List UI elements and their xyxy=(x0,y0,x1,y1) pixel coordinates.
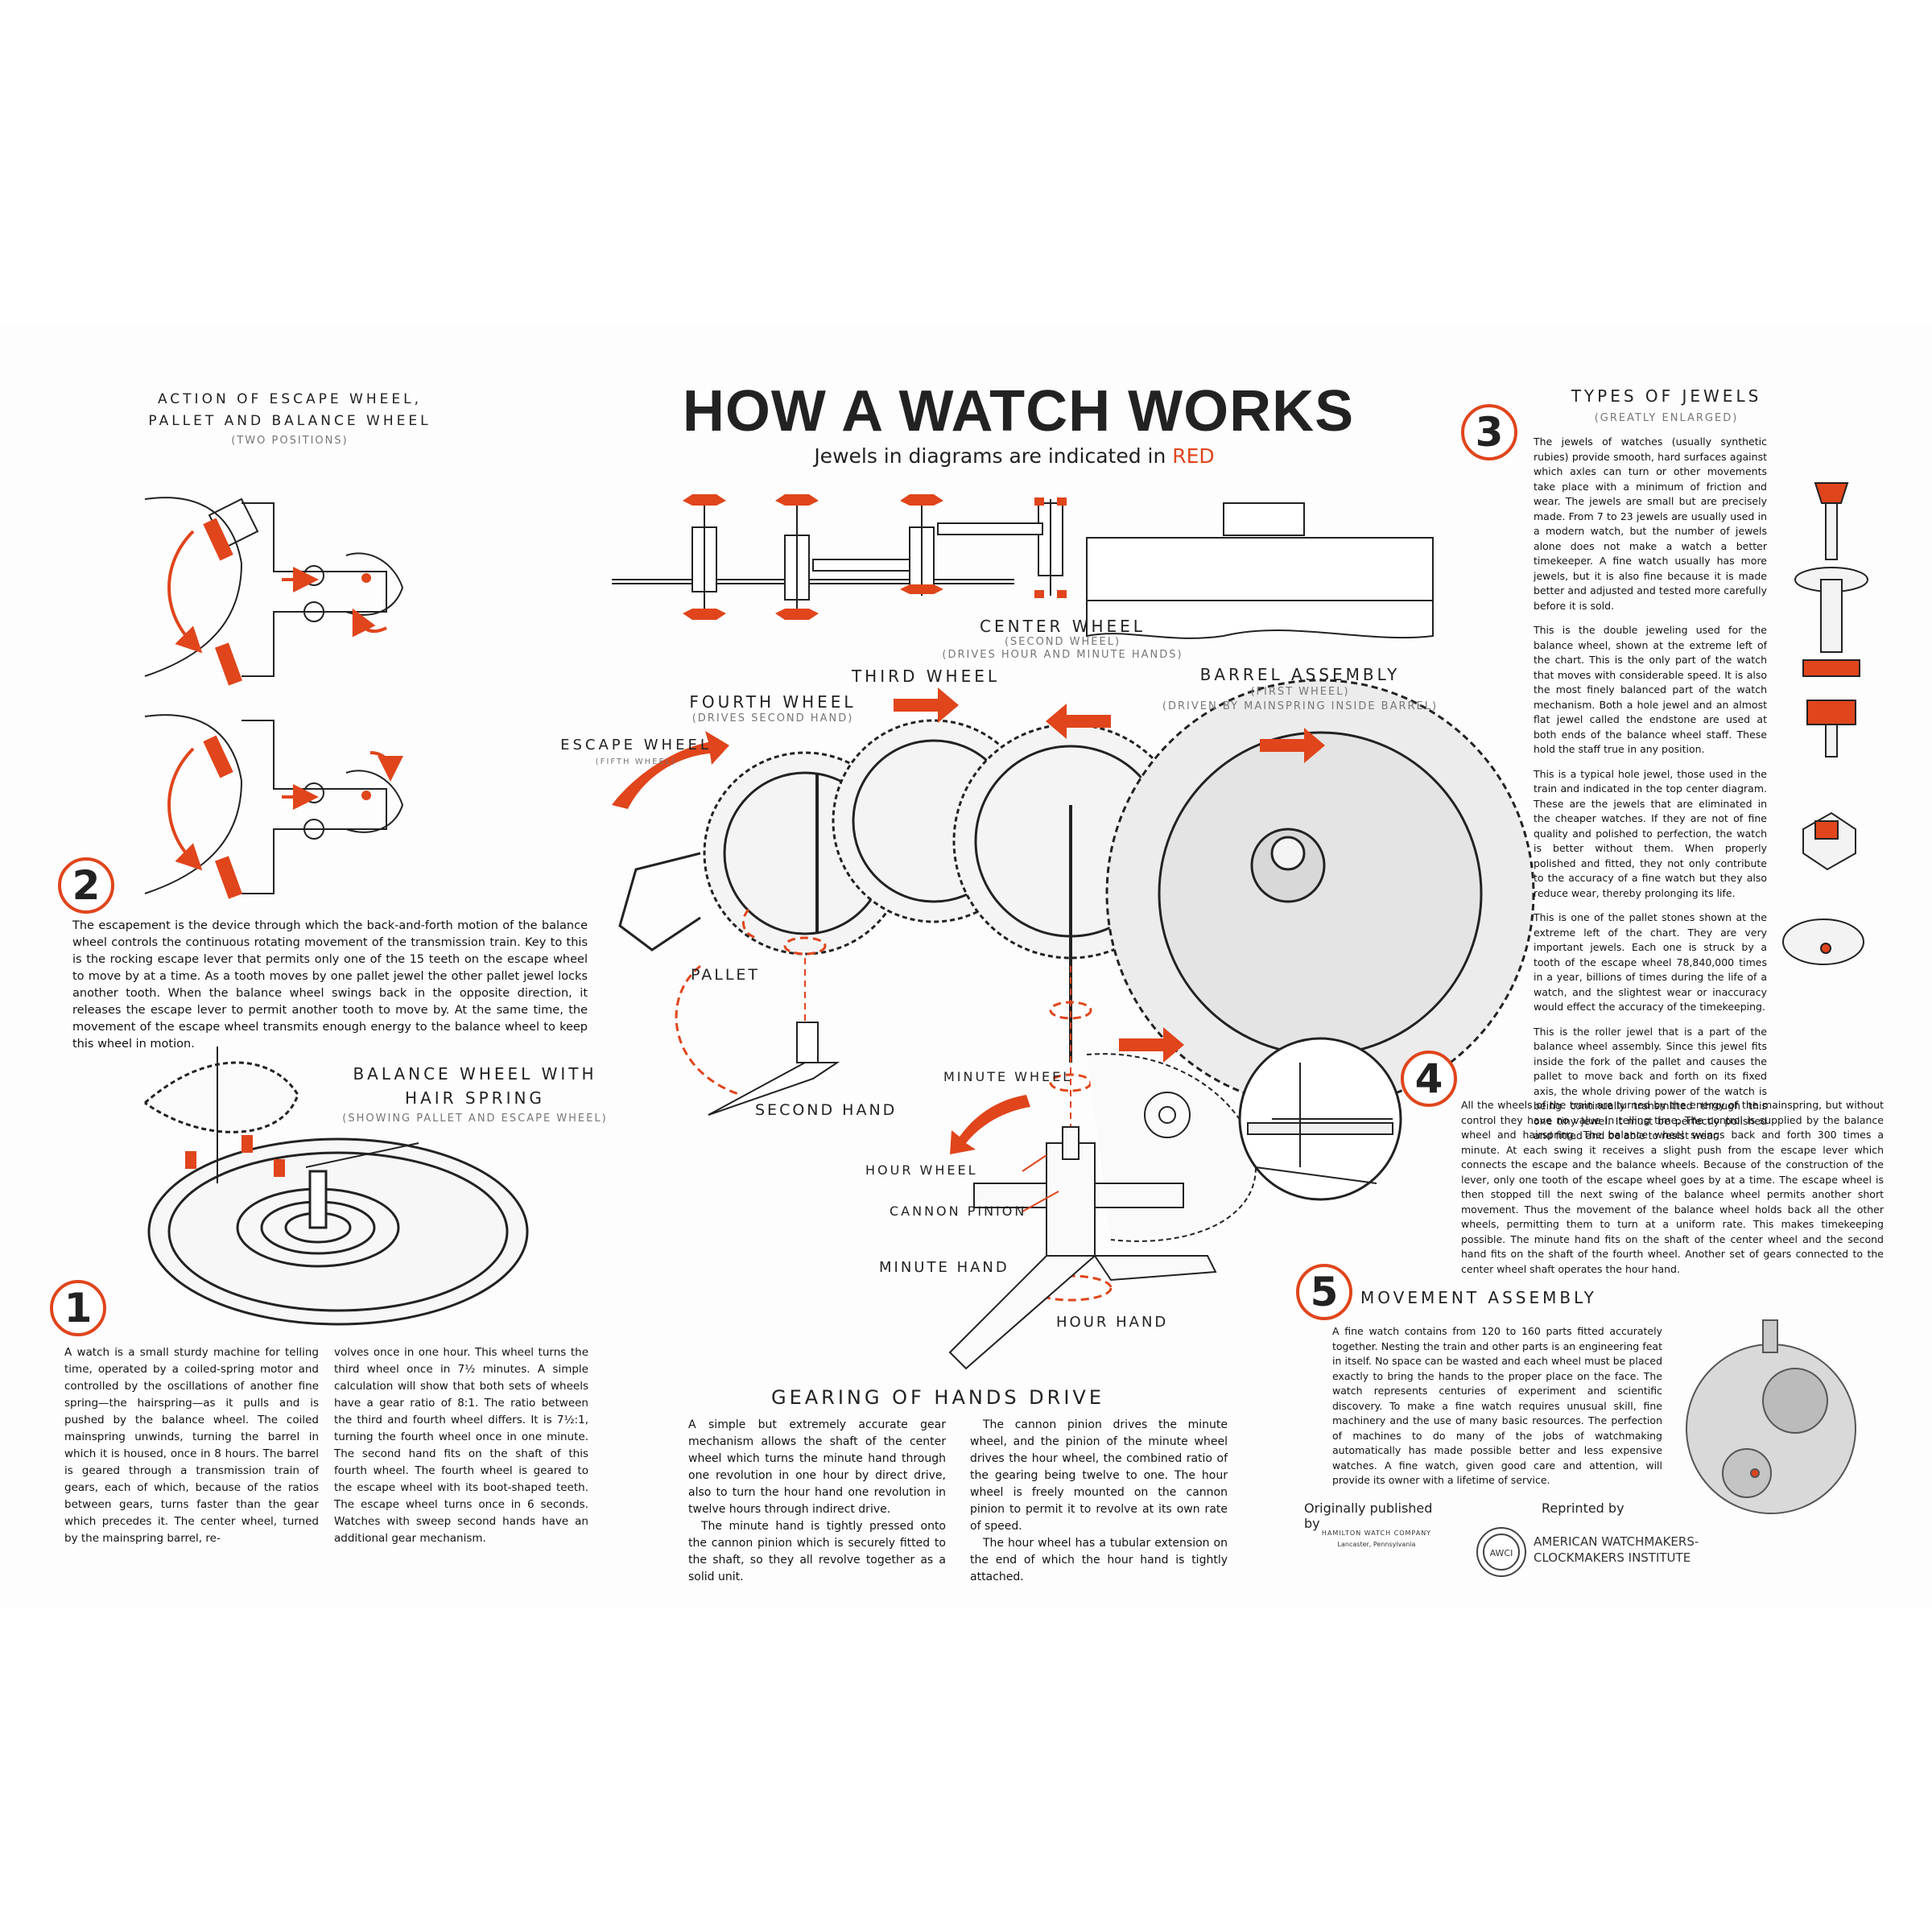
section-3-sub: (GREATLY ENLARGED) xyxy=(1594,412,1739,424)
escape-action-diagram-bottom xyxy=(144,714,404,894)
section-2-number: 2 xyxy=(58,857,114,914)
fourth-wheel-sub: (DRIVES SECOND HAND) xyxy=(691,712,854,724)
barrel-sub1: (FIRST WHEEL) xyxy=(1250,686,1350,698)
balance-wheel-jewels xyxy=(185,1135,285,1177)
credit-reprinted: Reprinted by xyxy=(1542,1501,1624,1516)
hour-hand-label: HOUR HAND xyxy=(1056,1314,1169,1331)
pallet-label: PALLET xyxy=(691,966,761,984)
page-subtitle: Jewels in diagrams are indicated in RED xyxy=(692,444,1336,468)
balance-title-1: BALANCE WHEEL WITH xyxy=(353,1064,597,1084)
center-wheel-label: CENTER WHEEL xyxy=(980,617,1146,636)
subtitle-text: Jewels in diagrams are indicated in xyxy=(814,444,1173,468)
barrel-sub2: (DRIVEN BY MAINSPRING INSIDE BARREL) xyxy=(1162,700,1439,712)
section-3-number: 3 xyxy=(1461,404,1517,460)
center-wheel-sub1: (SECOND WHEEL) xyxy=(1004,636,1121,648)
movement-assembly-illustration xyxy=(1686,1319,1856,1514)
section-3-para-5: This is the roller jewel that is a part … xyxy=(1534,1025,1767,1142)
gearing-col2-para-1: The cannon pinion drives the minute whee… xyxy=(970,1418,1228,1533)
escape-action-note: (TWO POSITIONS) xyxy=(231,435,349,447)
center-wheel-sub2: (DRIVES HOUR AND MINUTE HANDS) xyxy=(942,649,1183,661)
section-3-body: The jewels of watches (usually synthetic… xyxy=(1534,435,1767,1154)
credit-awci-1: AMERICAN WATCHMAKERS- xyxy=(1534,1534,1699,1549)
section-4-text: All the wheels of the train are turned b… xyxy=(1461,1099,1884,1275)
awci-seal xyxy=(1476,1527,1526,1577)
gearing-col2-para-2: The hour wheel has a tubular extension o… xyxy=(970,1537,1228,1583)
gearing-title: GEARING OF HANDS DRIVE xyxy=(770,1386,1104,1409)
jewel-illustrations xyxy=(1782,482,1868,965)
second-hand-drawing xyxy=(708,1022,840,1116)
cannon-pinion-label: CANNON PINION xyxy=(890,1203,1027,1219)
section-3-para-4: This is one of the pallet stones shown a… xyxy=(1534,911,1767,1013)
section-3-para-2: This is the double jeweling used for the… xyxy=(1534,624,1767,755)
credit-originally: Originally published by xyxy=(1304,1501,1433,1531)
awci-seal-text: AWCI xyxy=(1490,1548,1513,1558)
escape-action-jewels xyxy=(203,518,371,899)
train-strip-diagram xyxy=(612,499,1434,639)
gearing-col-1: A simple but extremely accurate gear mec… xyxy=(688,1417,946,1586)
page-title: HOW A WATCH WORKS xyxy=(682,379,1355,444)
section-3-para-3: This is a typical hole jewel, those used… xyxy=(1534,767,1767,899)
gearing-col-2: The cannon pinion drives the minute whee… xyxy=(970,1417,1228,1586)
minute-wheel-label: MINUTE WHEEL xyxy=(943,1069,1073,1084)
section-3-title: TYPES OF JEWELS xyxy=(1571,386,1762,406)
gearing-col1-para-2: The minute hand is tightly pressed onto … xyxy=(688,1520,946,1583)
escape-action-diagram-top xyxy=(144,497,404,677)
balance-wheel-drawing xyxy=(144,1046,529,1326)
section-1-col-2: volves once in one hour. This wheel turn… xyxy=(334,1346,588,1545)
third-wheel-label: THIRD WHEEL xyxy=(851,667,1001,686)
gearing-col1-para-1: A simple but extremely accurate gear mec… xyxy=(688,1418,946,1516)
gear-train-diagram xyxy=(618,679,1535,1108)
hands-drive-leaders xyxy=(1022,1154,1059,1212)
section-4-inset xyxy=(1238,1037,1402,1201)
subtitle-red-word: RED xyxy=(1172,444,1215,468)
fourth-wheel-label: FOURTH WHEEL xyxy=(689,692,857,712)
section-1-col-1: A watch is a small sturdy machine for te… xyxy=(64,1346,319,1545)
balance-title-2: HAIR SPRING xyxy=(405,1088,545,1108)
section-1-number: 1 xyxy=(50,1280,106,1336)
hour-wheel-label: HOUR WHEEL xyxy=(865,1162,978,1178)
section-4-number: 4 xyxy=(1401,1051,1457,1107)
escape-action-title-2: PALLET AND BALANCE WHEEL xyxy=(148,413,431,429)
escape-action-arrows xyxy=(167,530,403,871)
gear-train-arrows xyxy=(612,687,1325,1154)
train-strip-jewels xyxy=(683,494,1067,620)
second-hand-label: SECOND HAND xyxy=(755,1101,898,1119)
credit-awci-2: CLOCKMAKERS INSTITUTE xyxy=(1534,1550,1691,1565)
section-5-title: MOVEMENT ASSEMBLY xyxy=(1360,1288,1597,1307)
section-3-para-1: The jewels of watches (usually synthetic… xyxy=(1534,436,1767,612)
credit-hamilton: HAMILTON WATCH COMPANY xyxy=(1321,1530,1432,1537)
credit-hamilton-place: Lancaster, Pennsylvania xyxy=(1337,1541,1416,1548)
section-5-text: A fine watch contains from 120 to 160 pa… xyxy=(1332,1325,1662,1486)
hands-drive-diagram xyxy=(948,1053,1257,1370)
balance-sub: (SHOWING PALLET AND ESCAPE WHEEL) xyxy=(342,1113,608,1125)
minute-hand-label: MINUTE HAND xyxy=(879,1259,1009,1276)
section-5-number: 5 xyxy=(1296,1264,1352,1320)
barrel-label: BARREL ASSEMBLY xyxy=(1199,665,1401,684)
section-2-text: The escapement is the device through whi… xyxy=(72,919,588,1051)
escape-wheel-sub: (FIFTH WHEEL) xyxy=(595,758,677,766)
escape-action-title-1: ACTION OF ESCAPE WHEEL, xyxy=(157,391,423,407)
poster-background xyxy=(0,324,1932,1607)
escape-wheel-label: ESCAPE WHEEL xyxy=(560,737,712,753)
